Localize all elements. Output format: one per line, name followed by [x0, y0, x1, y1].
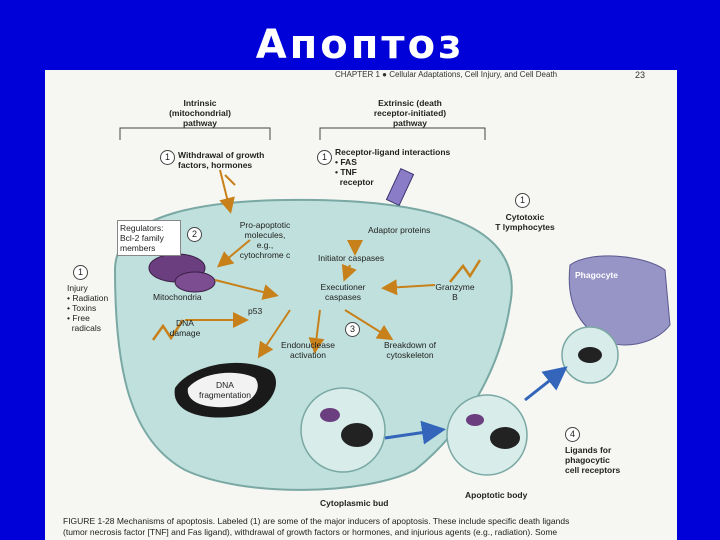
- phagocyte-cell: [568, 255, 671, 346]
- apoptotic-body-nucleus: [490, 427, 520, 449]
- tnf-receptor: [385, 167, 415, 207]
- step-number: 1: [317, 150, 332, 165]
- intrinsic-bracket: [119, 127, 271, 140]
- step-number: 1: [160, 150, 175, 165]
- phagocyte-label: Phagocyte: [575, 270, 618, 280]
- mitochondrion-2: [174, 271, 216, 293]
- page-number: 23: [635, 70, 646, 80]
- mitochondria-label: Mitochondria: [153, 292, 202, 302]
- extrinsic-bracket: [319, 127, 486, 140]
- apoptotic-body-mito: [466, 414, 484, 426]
- intrinsic-label: Intrinsic(mitochondrial)pathway: [169, 98, 231, 128]
- figure-panel: CHAPTER 1 ● Cellular Adaptations, Cell I…: [45, 70, 677, 540]
- figure-caption: FIGURE 1-28 Mechanisms of apoptosis. Lab…: [63, 516, 570, 537]
- dna-fragment-inner: [187, 372, 258, 408]
- adaptor-label: Adaptor proteins: [368, 225, 431, 235]
- apoptotic-body-circle: [446, 394, 528, 476]
- apoptosis-diagram: [113, 127, 671, 491]
- p53-label: p53: [248, 306, 263, 316]
- apoptotic-body-label: Apoptotic body: [465, 490, 528, 500]
- bud-mitochondrion: [320, 408, 340, 422]
- step-number: 2: [187, 227, 202, 242]
- initiator-label: Initiator caspases: [318, 253, 385, 263]
- engulfed-nucleus: [578, 347, 602, 363]
- cytoplasmic-bud-label: Cytoplasmic bud: [320, 498, 389, 508]
- bud-nucleus: [341, 423, 373, 447]
- injury-label: Injury• Radiation• Toxins• Free radicals: [67, 283, 109, 333]
- step-number: 4: [565, 427, 580, 442]
- slide-title: Апоптоз: [255, 22, 465, 68]
- receptor-ligand-label: Receptor-ligand interactions• FAS• TNF r…: [335, 147, 451, 187]
- chapter-header: CHAPTER 1 ● Cellular Adaptations, Cell I…: [335, 70, 558, 79]
- step-number: 1: [73, 265, 88, 280]
- step-number: 1: [515, 193, 530, 208]
- step-number: 3: [345, 322, 360, 337]
